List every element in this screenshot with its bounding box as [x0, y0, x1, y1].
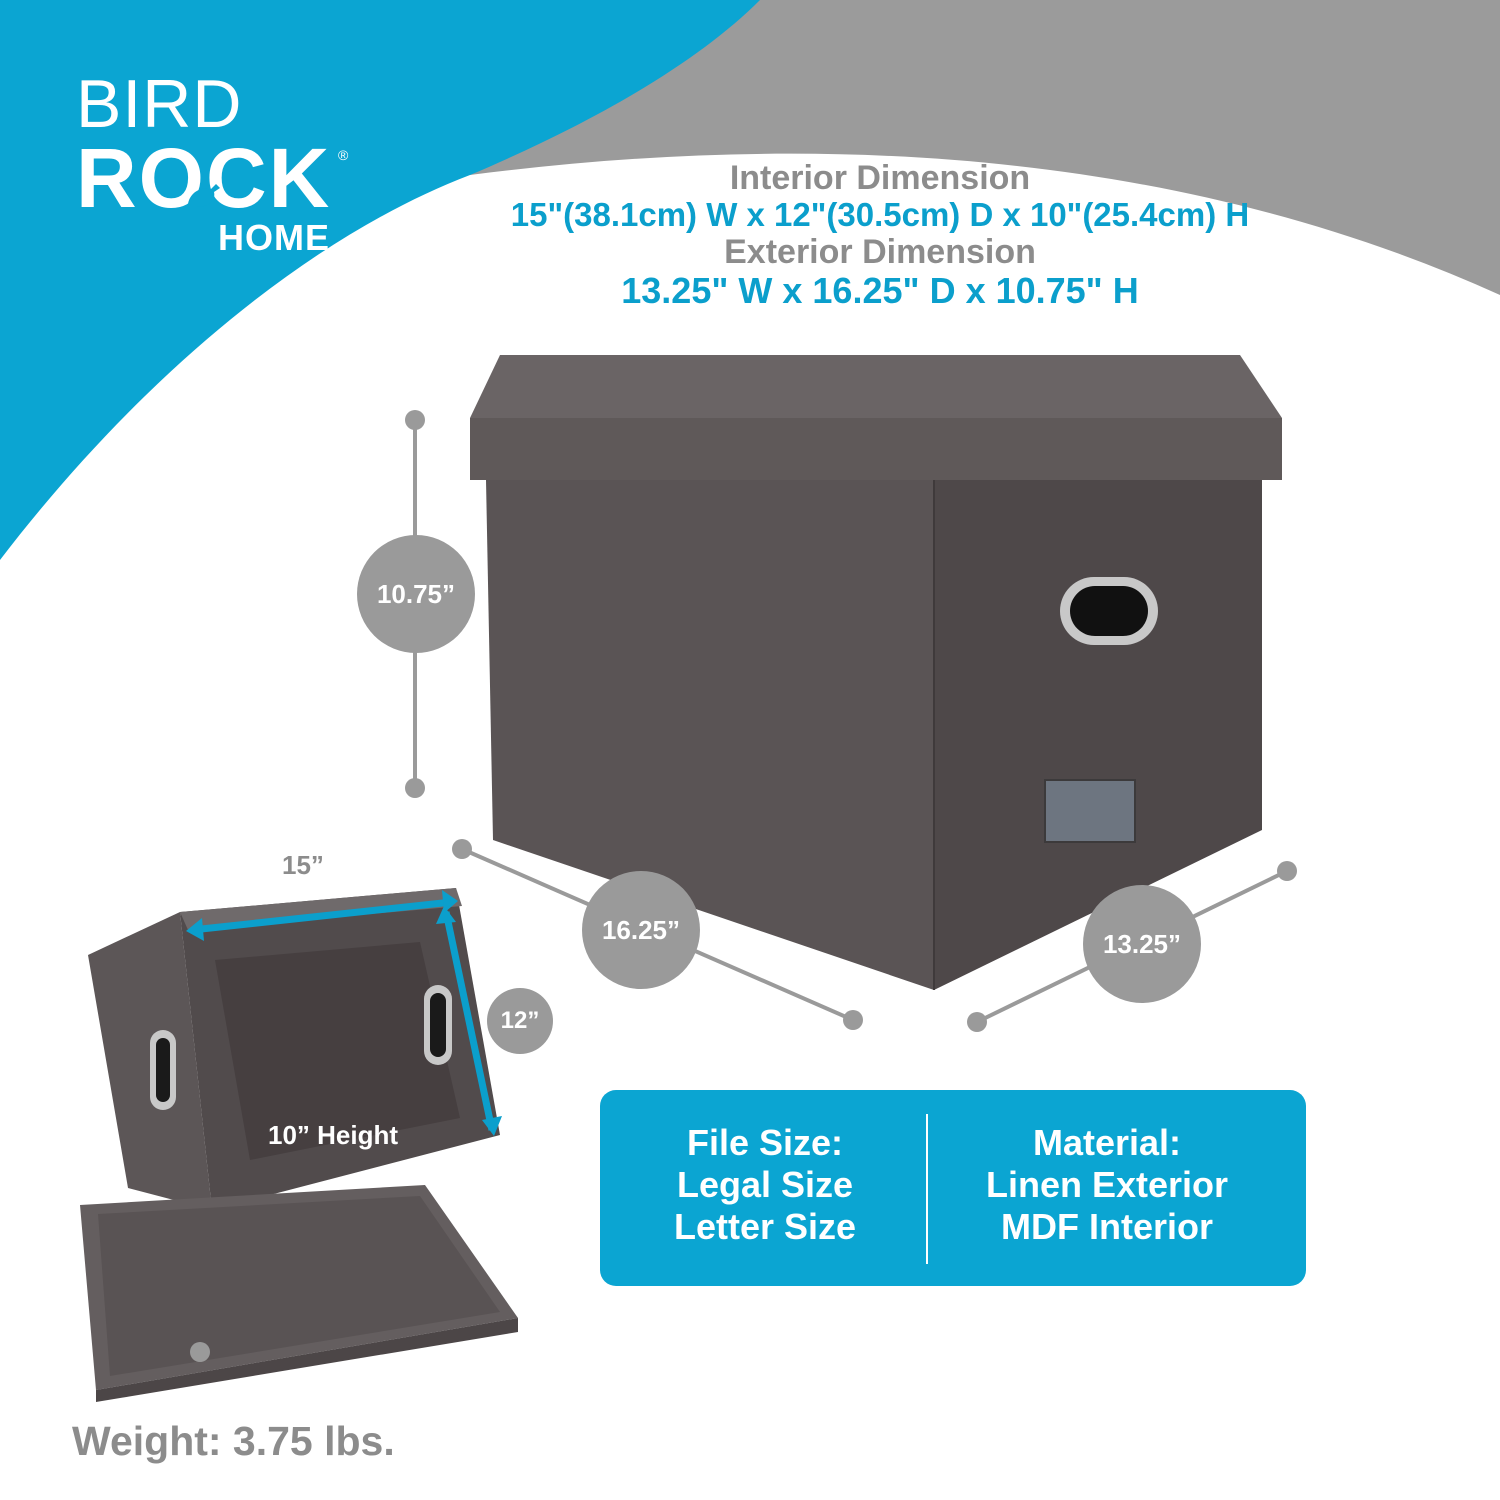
exterior-dimension-value: 13.25" W x 16.25" D x 10.75" H [621, 270, 1139, 312]
interior-dimension-value: 15"(38.1cm) W x 12"(30.5cm) D x 10"(25.4… [510, 196, 1250, 234]
interior-width-arrow [191, 898, 453, 934]
logo-line-bird: BIRD [76, 66, 243, 142]
logo-line-home: HOME [218, 217, 330, 258]
height-dot-top [405, 410, 425, 430]
label-holder [1044, 779, 1136, 843]
material-exterior: Linen Exterior [985, 1163, 1229, 1205]
weight-text: Weight: 3.75 lbs. [72, 1418, 395, 1464]
width-dot-right [1277, 861, 1297, 881]
open-box-inner-floor [215, 942, 460, 1160]
file-size-legal: Legal Size [676, 1163, 854, 1205]
registered-mark: ® [338, 147, 349, 163]
depth-dot-left [452, 839, 472, 859]
lid-top-surface [470, 355, 1282, 418]
lid-dot [190, 1342, 210, 1362]
depth-dot-right [843, 1010, 863, 1030]
gray-swoosh [470, 0, 1500, 295]
blue-swoosh [0, 0, 470, 560]
file-size-column: File Size: Legal Size Letter Size [600, 1122, 930, 1247]
closed-file-box [470, 355, 1282, 990]
material-column: Material: Linen Exterior MDF Interior [942, 1122, 1272, 1247]
specs-card: File Size: Legal Size Letter Size Materi… [600, 1090, 1306, 1286]
file-size-letter: Letter Size [673, 1205, 857, 1247]
open-file-box [88, 888, 502, 1210]
lid-front-band [470, 418, 1282, 480]
material-interior: MDF Interior [1001, 1205, 1213, 1247]
width-callout: 13.25” [1083, 885, 1201, 1003]
interior-dimension-heading: Interior Dimension [729, 159, 1031, 197]
material-heading: Material: [1032, 1122, 1182, 1163]
height-callout: 10.75” [357, 535, 475, 653]
exterior-dimension-heading: Exterior Dimension [724, 232, 1036, 271]
file-box-lid [80, 1185, 518, 1402]
handle-hole [1070, 586, 1148, 636]
interior-height-label: 10” Height [268, 1120, 399, 1150]
open-box-rim [180, 888, 462, 930]
box-side-face [934, 480, 1262, 990]
bird-icon [188, 184, 220, 210]
height-dot-bottom [405, 778, 425, 798]
width-dot-left [967, 1012, 987, 1032]
tray-edge [96, 1318, 518, 1402]
interior-width-label: 15” [282, 850, 324, 880]
dimensions-block: Interior Dimension 15"(38.1cm) W x 12"(3… [440, 159, 1320, 312]
tray-inner [98, 1196, 500, 1376]
depth-callout: 16.25” [582, 871, 700, 989]
specs-divider [926, 1114, 928, 1264]
blue-wave-tip [470, 0, 760, 175]
box-front-face [486, 480, 934, 990]
interior-depth-arrow [442, 911, 496, 1131]
interior-depth-callout: 12” [487, 988, 553, 1054]
brand-logo: BIRD ROCK ® HOME [76, 70, 366, 260]
file-size-heading: File Size: [686, 1122, 844, 1163]
